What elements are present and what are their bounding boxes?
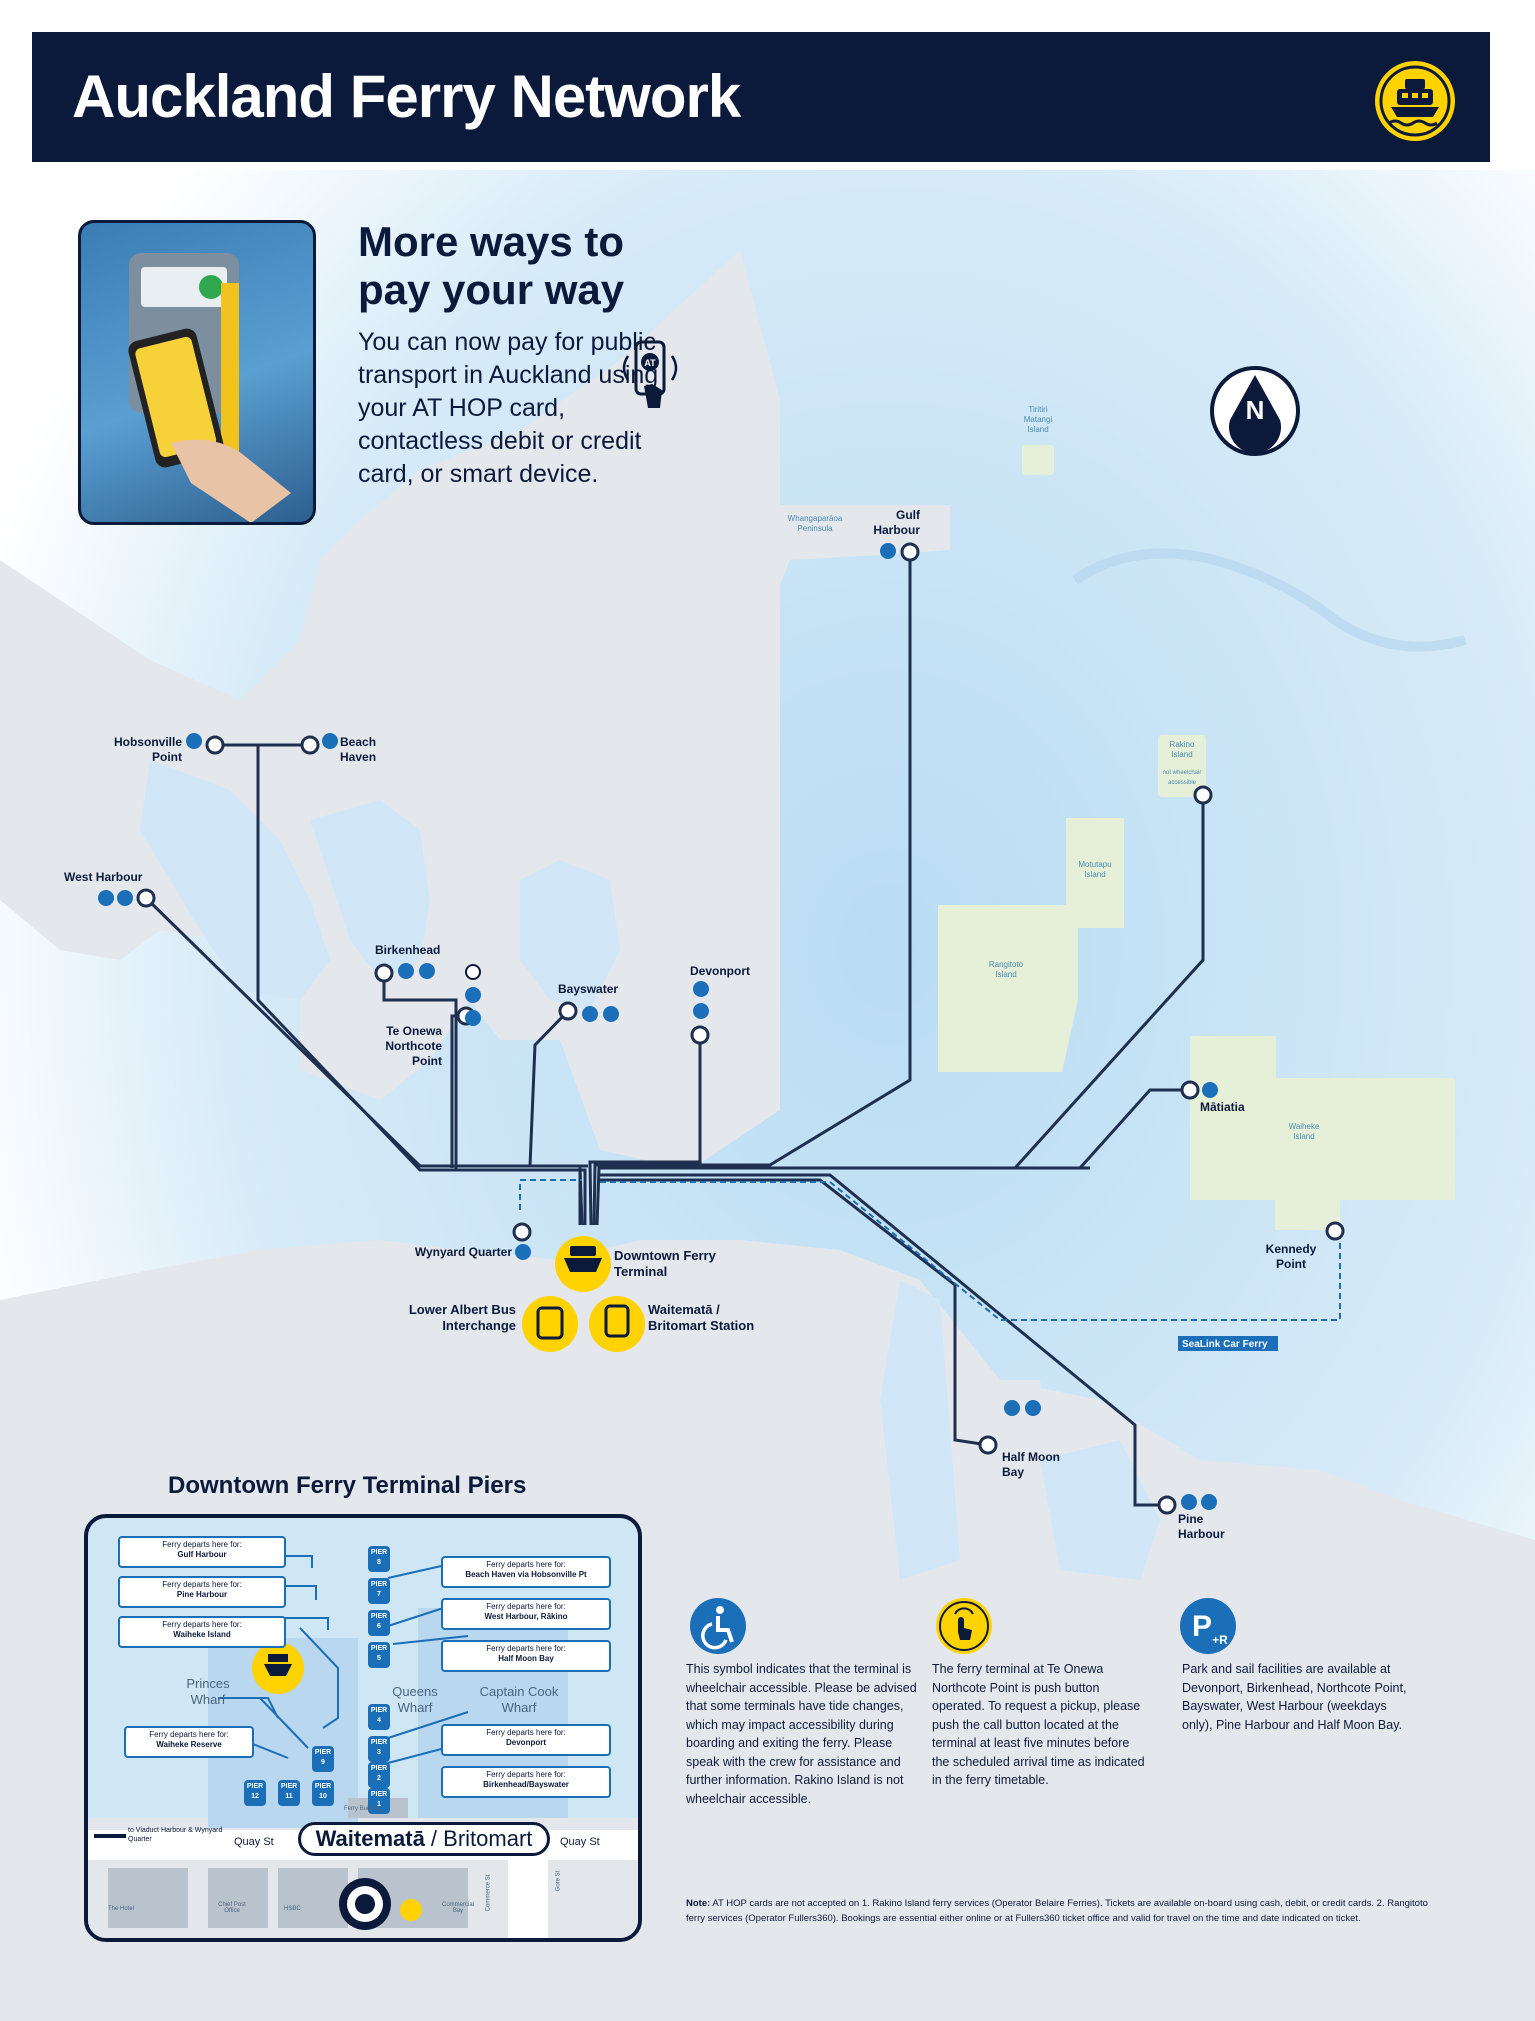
- pier-tag-2: PIER 2: [368, 1762, 390, 1788]
- footnote: Note: AT HOP cards are not accepted on 1…: [686, 1896, 1446, 1926]
- note-text: AT HOP cards are not accepted on 1. Raki…: [686, 1898, 1428, 1924]
- station-devonport[interactable]: Devonport: [690, 964, 750, 978]
- island-rakino: Rakino Island: [1169, 740, 1195, 759]
- station-west-harbour[interactable]: West Harbour: [64, 870, 143, 884]
- sealink-label-bg: [1178, 1336, 1278, 1351]
- street-post-office: Chief Post Office: [218, 1902, 246, 1914]
- compass-label: N: [1245, 395, 1265, 425]
- island-whangaparaoa: Whangaparāoa Peninsula: [787, 514, 843, 533]
- promo-heading: More ways to pay your way: [358, 218, 625, 313]
- hub-britomart[interactable]: Waitematā / Britomart Station: [648, 1302, 755, 1333]
- pier-card-beach-haven: Ferry departs here for:Beach Haven via H…: [441, 1556, 611, 1588]
- station-markers: [136, 542, 1345, 1515]
- pier-tag-8: PIER 8: [368, 1546, 390, 1572]
- pier-tag-9: PIER 9: [312, 1746, 334, 1772]
- hub-lower-albert[interactable]: Lower Albert Bus Interchange: [408, 1302, 516, 1333]
- quay-st-right: Quay St: [560, 1836, 600, 1848]
- wheelchair-icon: [690, 1598, 746, 1654]
- push-button-icon: [465, 964, 481, 980]
- at-badge-text: AT: [644, 358, 656, 368]
- station-beach-haven[interactable]: Beach Haven: [340, 735, 377, 764]
- pier-card-waiheke-reserve: Ferry departs here for:Waiheke Reserve: [124, 1726, 254, 1758]
- britomart-text: Britomart: [443, 1826, 533, 1851]
- promo-body: You can now pay for public transport in …: [358, 328, 659, 488]
- station-half-moon-bay[interactable]: Half Moon Bay: [1002, 1450, 1060, 1479]
- park-and-ride-icon: P +R: [1180, 1598, 1236, 1654]
- quay-st-left: Quay St: [234, 1836, 274, 1848]
- island-waiheke: Waiheke Island: [1288, 1122, 1320, 1141]
- push-button-icon: [936, 1598, 992, 1654]
- rakino-island: [1158, 735, 1206, 797]
- pier-card-birkenhead: Ferry departs here for:Birkenhead/Bayswa…: [441, 1766, 611, 1798]
- pier-card-pine: Ferry departs here for:Pine Harbour: [118, 1576, 286, 1608]
- train-hub: [589, 1296, 645, 1352]
- ferry-routes: [144, 552, 1205, 1507]
- island-tiritiri: Tiritiri Matangi Island: [1023, 405, 1053, 434]
- pier-card-gulf: Ferry departs here for:Gulf Harbour: [118, 1536, 286, 1568]
- station-separator: /: [424, 1826, 444, 1851]
- pier-tag-7: PIER 7: [368, 1578, 390, 1604]
- ferry-building-label: Ferry Building: [344, 1806, 382, 1812]
- pier-tag-12: PIER 12: [244, 1780, 266, 1806]
- pier-tag-1: PIER 1: [368, 1788, 390, 1814]
- pier-tag-10: PIER 10: [312, 1780, 334, 1806]
- pier-card-waiheke: Ferry departs here for:Waiheke Island: [118, 1616, 286, 1648]
- station-wynyard[interactable]: Wynyard Quarter: [414, 1245, 512, 1259]
- tiritiri-island: [1022, 445, 1054, 475]
- rakino-note: not wheelchair accessible: [1162, 770, 1202, 786]
- captain-cook-wharf: Captain Cook Wharf: [479, 1684, 559, 1715]
- princes-wharf: Princes Wharf: [186, 1676, 230, 1707]
- station-kennedy-point[interactable]: Kennedy Point: [1265, 1242, 1317, 1271]
- page-title: Auckland Ferry Network: [72, 63, 741, 130]
- legend-pushbutton: The ferry terminal at Te Onewa Northcote…: [932, 1662, 1145, 1787]
- contactless-phone-icon: AT: [620, 336, 682, 416]
- legend-parkride: Park and sail facilities are available a…: [1182, 1662, 1407, 1732]
- header-bar: [32, 32, 1490, 162]
- pier-tag-6: PIER 6: [368, 1610, 390, 1636]
- street-commerce: Commerce St: [485, 1874, 492, 1912]
- street-hotel: The Hotel: [108, 1906, 135, 1912]
- contactless-payment-photo: [78, 220, 316, 525]
- street-hsbc: HSBC: [284, 1906, 301, 1912]
- station-gulf-harbour[interactable]: Gulf Harbour: [873, 508, 920, 537]
- note-label: Note:: [686, 1898, 711, 1909]
- island-motutapu: Motutapu Island: [1078, 860, 1112, 879]
- pier-tag-11: PIER 11: [278, 1780, 300, 1806]
- park-symbol: P: [1192, 1610, 1212, 1643]
- to-viaduct-label: to Viaduct Harbour & Wynyard Quarter: [128, 1827, 223, 1843]
- piers-inset-map: Ferry departs here for:Gulf Harbour Ferr…: [84, 1514, 642, 1942]
- station-bayswater[interactable]: Bayswater: [558, 982, 619, 996]
- island-rangitoto: Rangitoto Island: [988, 960, 1024, 979]
- ferry-icon: [1375, 61, 1455, 141]
- pier-tag-5: PIER 5: [368, 1642, 390, 1668]
- waitemata-britomart-label: Waitematā / Britomart: [298, 1822, 550, 1856]
- legend-wheelchair: This symbol indicates that the terminal …: [686, 1662, 917, 1806]
- piers-title: Downtown Ferry Terminal Piers: [168, 1472, 527, 1499]
- bus-hub: [522, 1296, 578, 1352]
- street-gore: Gore St: [555, 1870, 562, 1892]
- pier-card-devonport: Ferry departs here for:Devonport: [441, 1724, 611, 1756]
- station-pine-harbour[interactable]: Pine Harbour: [1178, 1512, 1225, 1541]
- station-hobsonville[interactable]: Hobsonville Point: [113, 735, 182, 764]
- station-matiatia[interactable]: Mātiatia: [1200, 1100, 1245, 1114]
- whangaparaoa-peninsula: [730, 505, 950, 1110]
- street-commercial-bay: Commercial Bay: [441, 1902, 474, 1914]
- pier-tag-4: PIER 4: [368, 1704, 390, 1730]
- queens-wharf: Queens Wharf: [392, 1684, 438, 1715]
- compass-icon: [1210, 366, 1300, 456]
- station-birkenhead[interactable]: Birkenhead: [375, 943, 441, 957]
- sealink-label: SeaLink Car Ferry: [1182, 1339, 1268, 1350]
- waiheke-island: [1190, 1036, 1455, 1230]
- rangitoto-motutapu: [938, 818, 1124, 1072]
- station-northcote[interactable]: Te Onewa Northcote Point: [385, 1024, 442, 1068]
- pier-tag-3: PIER 3: [368, 1736, 390, 1762]
- pier-card-west-harbour: Ferry departs here for:West Harbour, Rāk…: [441, 1598, 611, 1630]
- sealink-route: [519, 1179, 1341, 1321]
- hub-downtown[interactable]: Downtown Ferry Terminal: [614, 1248, 716, 1279]
- waitemata-text: Waitematā: [315, 1826, 425, 1851]
- park-sub-symbol: +R: [1212, 1633, 1228, 1647]
- pier-card-half-moon: Ferry departs here for:Half Moon Bay: [441, 1640, 611, 1672]
